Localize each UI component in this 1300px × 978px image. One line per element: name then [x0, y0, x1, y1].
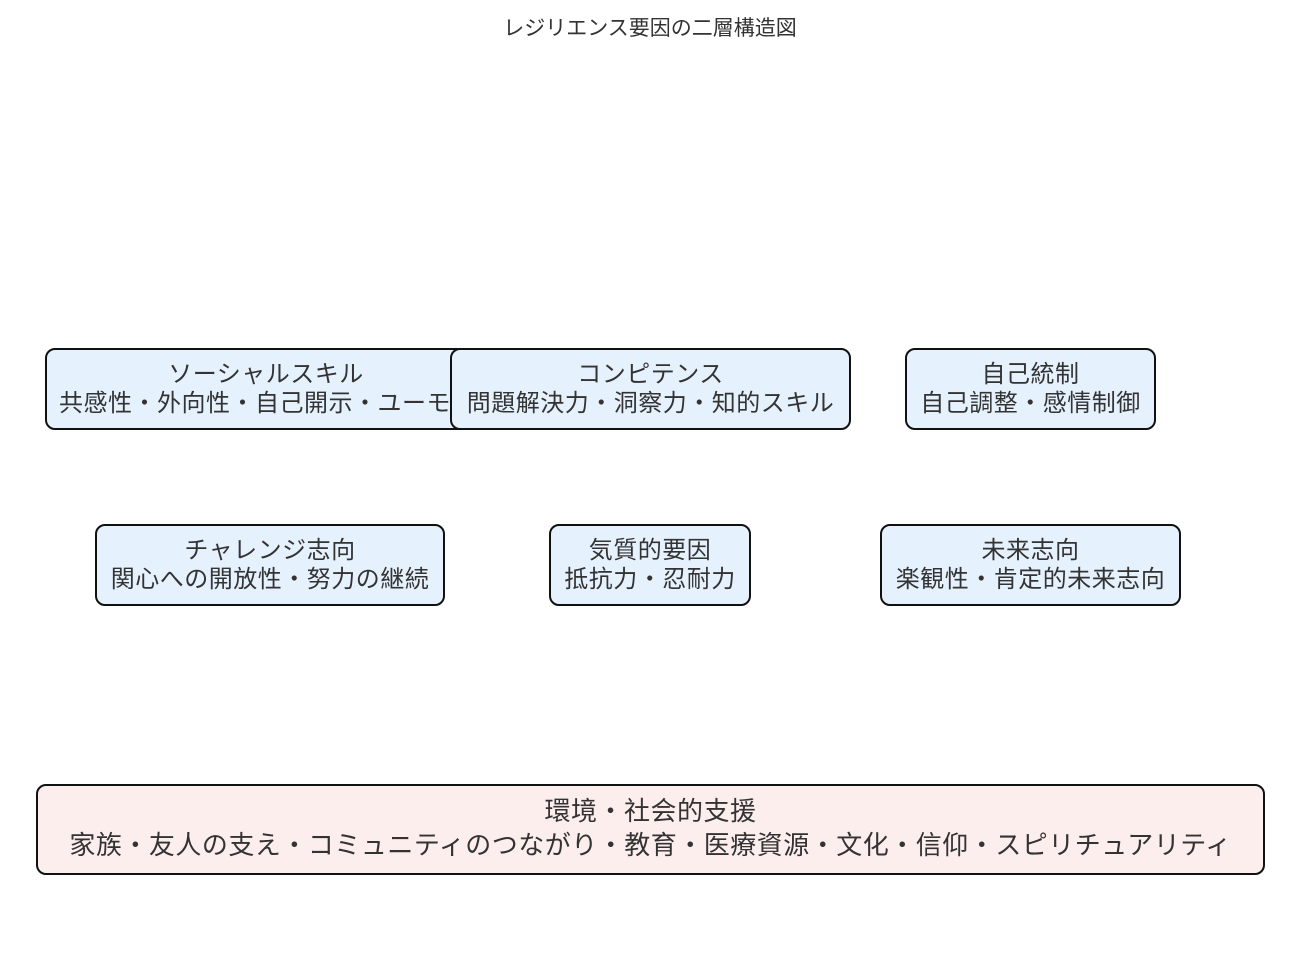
node-detail: 抵抗力・忍耐力 [564, 565, 736, 593]
node-heading: 気質的要因 [588, 536, 712, 564]
diagram-title: レジリエンス要因の二層構造図 [503, 16, 797, 40]
node-heading: 未来志向 [981, 536, 1080, 564]
node-temperament: 気質的要因 抵抗力・忍耐力 [549, 524, 751, 606]
node-future-orientation: 未来志向 楽観性・肯定的未来志向 [880, 524, 1181, 606]
node-social-skill: ソーシャルスキル 共感性・外向性・自己開示・ユーモア [45, 348, 487, 430]
node-detail: 共感性・外向性・自己開示・ユーモア [59, 389, 476, 417]
node-detail: 問題解決力・洞察力・知的スキル [466, 389, 835, 417]
node-detail: 自己調整・感情制御 [920, 389, 1141, 417]
node-environmental-support: 環境・社会的支援 家族・友人の支え・コミュニティのつながり・教育・医療資源・文化… [36, 784, 1265, 875]
node-challenge-orientation: チャレンジ志向 関心への開放性・努力の継続 [95, 524, 445, 606]
node-heading: チャレンジ志向 [184, 536, 356, 564]
node-heading: コンピテンス [577, 360, 724, 388]
node-competence: コンピテンス 問題解決力・洞察力・知的スキル [450, 348, 851, 430]
node-detail: 関心への開放性・努力の継続 [110, 565, 430, 593]
node-heading: 自己統制 [981, 360, 1080, 388]
node-detail: 楽観性・肯定的未来志向 [895, 565, 1166, 593]
node-heading: ソーシャルスキル [168, 360, 364, 388]
node-heading: 環境・社会的支援 [544, 797, 757, 827]
node-detail: 家族・友人の支え・コミュニティのつながり・教育・医療資源・文化・信仰・スピリチュ… [69, 831, 1232, 861]
node-self-control: 自己統制 自己調整・感情制御 [905, 348, 1156, 430]
